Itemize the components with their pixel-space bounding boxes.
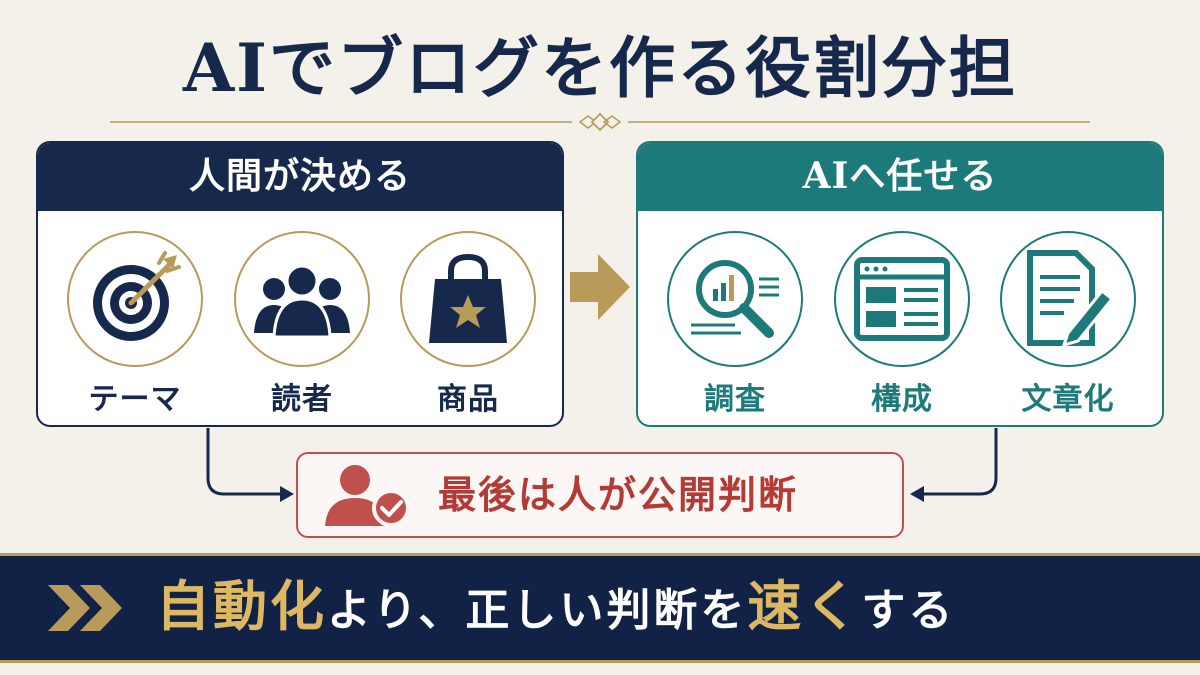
product-item: 商品 bbox=[393, 231, 543, 419]
layout-window-icon bbox=[854, 257, 950, 341]
people-icon bbox=[254, 264, 350, 339]
target-icon bbox=[93, 251, 181, 341]
ai-panel-heading: AIへ任せる bbox=[638, 143, 1162, 211]
banner-automation: 自動化 bbox=[156, 573, 327, 638]
structure-circle bbox=[834, 231, 970, 367]
magnifier-chart-icon bbox=[691, 260, 779, 338]
banner-message: 自動化より、正しい判断を速くする bbox=[156, 554, 955, 663]
banner-middle: より、正しい判断を bbox=[327, 584, 748, 636]
theme-item: テーマ bbox=[60, 231, 210, 419]
writing-circle bbox=[1000, 231, 1136, 367]
page-title: AIでブログを作る役割分担 bbox=[182, 29, 1018, 107]
final-icon-wrap bbox=[314, 452, 424, 538]
reader-label: 読者 bbox=[271, 382, 333, 417]
document-pencil-icon bbox=[1027, 250, 1115, 348]
theme-label: テーマ bbox=[88, 382, 182, 417]
product-circle bbox=[400, 231, 536, 367]
reader-circle bbox=[234, 231, 370, 367]
product-label: 商品 bbox=[437, 382, 499, 417]
human-panel-heading: 人間が決める bbox=[38, 143, 562, 211]
theme-circle bbox=[67, 231, 203, 367]
title-divider bbox=[110, 112, 1090, 132]
final-decision-box: 最後は人が公開判断 bbox=[296, 452, 904, 538]
writing-item: 文章化 bbox=[993, 231, 1143, 419]
reader-item: 読者 bbox=[227, 231, 377, 419]
research-circle bbox=[667, 231, 803, 367]
research-item: 調査 bbox=[660, 231, 810, 419]
ai-delegate-panel: AIへ任せる 調査 bbox=[636, 141, 1164, 427]
final-decision-text: 最後は人が公開判断 bbox=[438, 472, 799, 517]
research-label: 調査 bbox=[704, 382, 766, 417]
writing-label: 文章化 bbox=[1021, 382, 1115, 417]
double-chevron-icon bbox=[48, 585, 122, 631]
bottom-banner: 自動化より、正しい判断を速くする bbox=[0, 553, 1200, 663]
human-decides-panel: 人間が決める テーマ bbox=[36, 141, 564, 427]
right-arrow-icon bbox=[570, 254, 630, 320]
structure-item: 構成 bbox=[827, 231, 977, 419]
banner-fast: 速く bbox=[747, 573, 862, 638]
banner-end: する bbox=[861, 584, 956, 636]
user-check-icon bbox=[325, 465, 410, 527]
structure-label: 構成 bbox=[871, 382, 933, 417]
shopping-bag-icon bbox=[429, 253, 507, 343]
